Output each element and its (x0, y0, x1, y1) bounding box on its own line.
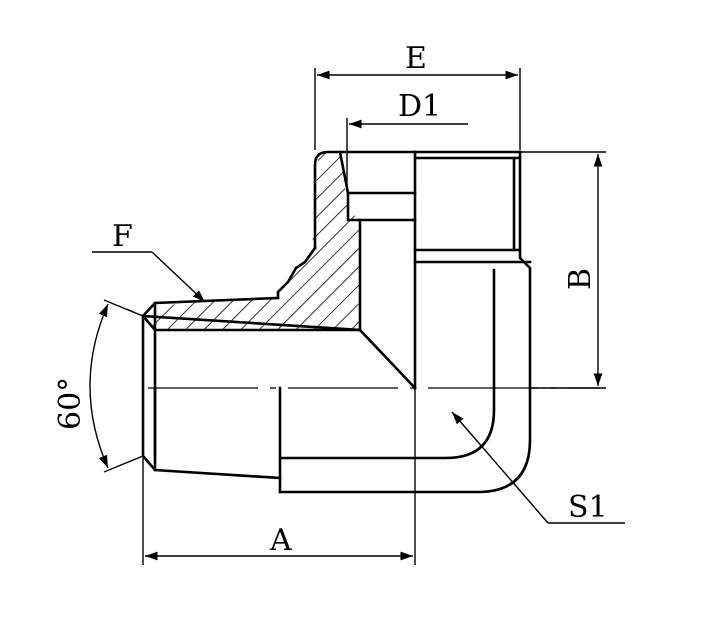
hatched-section (147, 152, 360, 330)
label-f: F (112, 219, 133, 254)
label-s1: S1 (568, 490, 608, 525)
label-a: A (269, 523, 292, 558)
dimension-d1: D1 (346, 89, 468, 192)
label-e: E (405, 41, 427, 76)
angle-dimension: 60° (53, 299, 144, 473)
label-angle: 60° (53, 377, 88, 430)
label-d1: D1 (398, 89, 441, 124)
label-b: B (563, 268, 598, 290)
dimension-a: A (142, 388, 416, 565)
leader-f: F (92, 219, 206, 303)
fitting-body (141, 150, 532, 494)
dimension-b: B (520, 151, 606, 389)
dimension-e: E (314, 41, 521, 150)
leader-s1: S1 (451, 411, 625, 525)
